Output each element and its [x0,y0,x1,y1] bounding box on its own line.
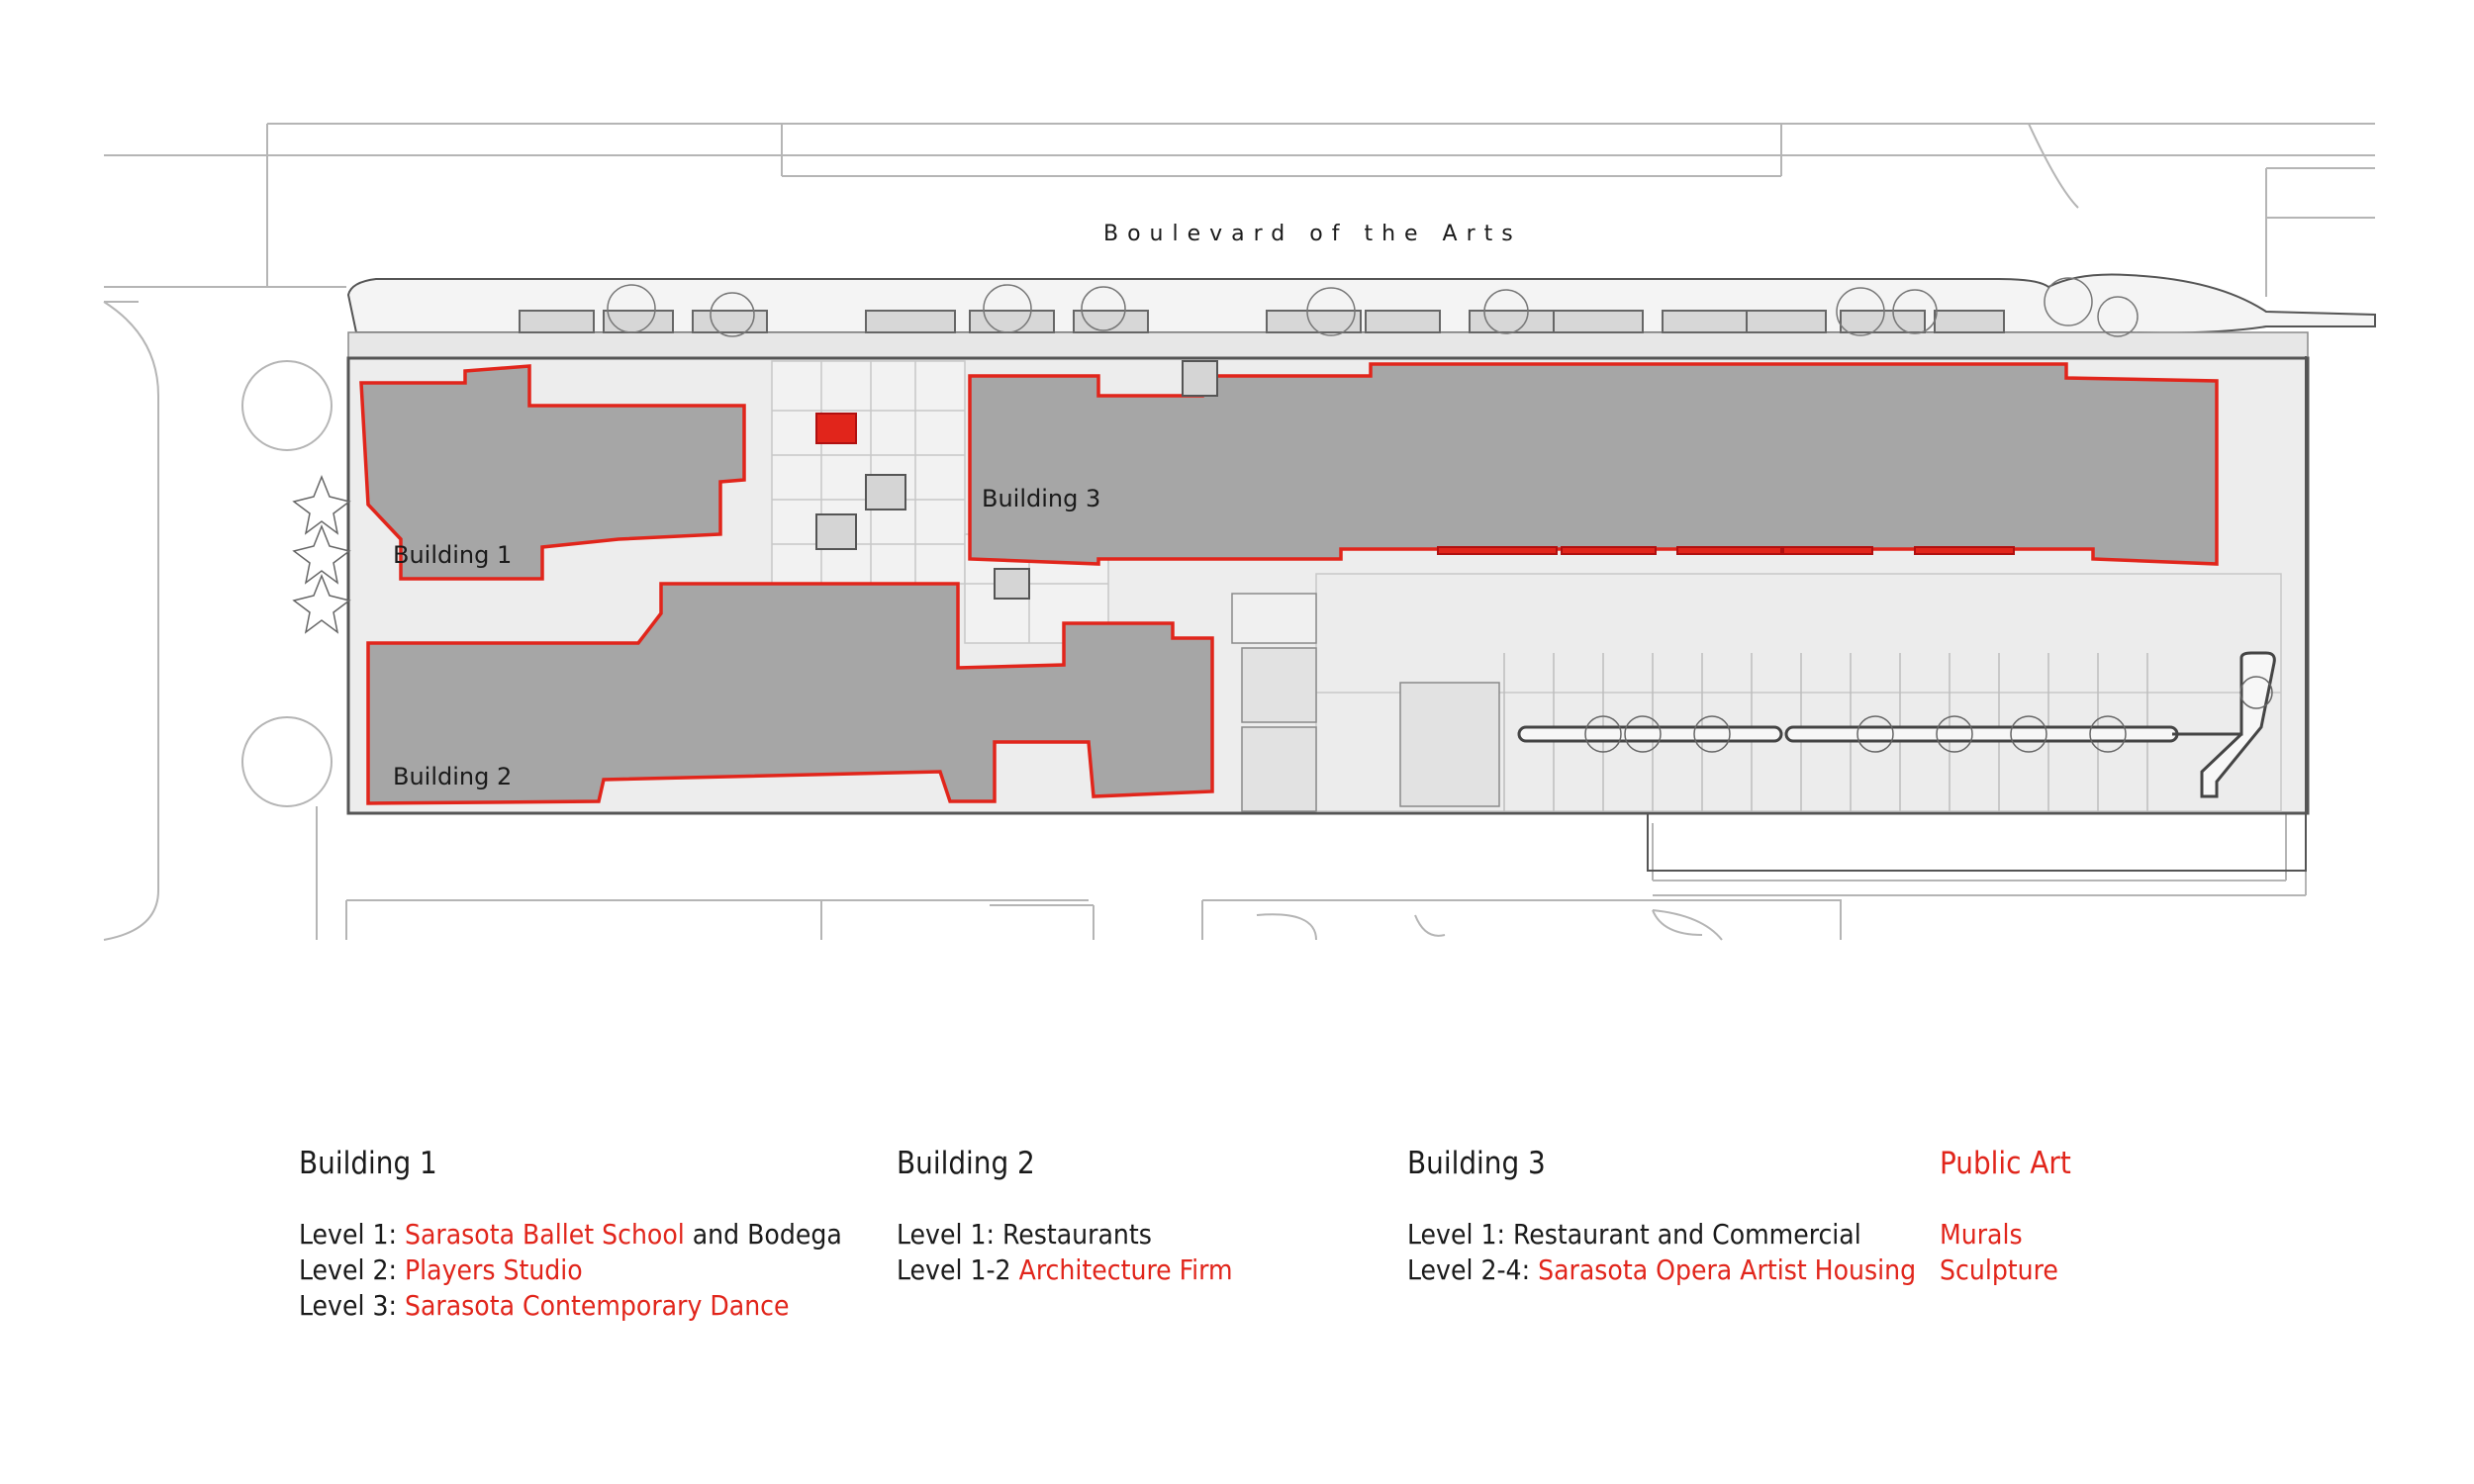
legend-row: Level 3: Sarasota Contemporary Dance [299,1289,790,1322]
building-3-footprint [968,362,2219,566]
tenant-name: Sarasota Opera Artist Housing [1538,1253,1917,1286]
mural-5 [1914,546,2015,555]
hatched-areas [1231,593,1500,812]
legend-building-2: Building 2 Level 1: Restaurants Level 1-… [897,1146,1233,1288]
legend-row: Level 1: Restaurants [897,1218,1152,1251]
legend-item-murals: Murals [1940,1218,2023,1251]
public-art-markers [815,413,2015,555]
building-1-footprint [359,364,746,581]
mural-3 [1676,546,1782,555]
building-2-footprint [366,582,1214,805]
legend-public-art: Public Art Murals Sculpture [1940,1146,2071,1288]
legend-item-sculpture: Sculpture [1940,1253,2058,1286]
public-art-sculpture [815,413,857,444]
plan-label-building-2: Building 2 [393,763,512,790]
mural-2 [1561,546,1657,555]
legend-building-3: Building 3 Level 1: Restaurant and Comme… [1407,1146,1916,1288]
street-trees [607,277,2139,337]
courtyard-planters [815,360,1218,600]
legend-title: Public Art [1940,1146,2071,1181]
legend-title: Building 2 [897,1146,1035,1181]
plan-label-building-3: Building 3 [982,485,1100,512]
parking-islands [1517,651,2276,798]
street-name: Boulevard of the Arts [1103,222,1522,246]
tenant-name: Sarasota Contemporary Dance [404,1289,790,1322]
tenant-name: Players Studio [404,1253,583,1286]
tenant-name: Sarasota Ballet School [404,1218,685,1251]
palm-trees [292,474,2273,753]
mural-4 [1782,546,1873,555]
legend-title: Building 3 [1407,1146,1546,1181]
plan-label-building-1: Building 1 [393,541,512,569]
legend-building-1: Building 1 Level 1: Sarasota Ballet Scho… [299,1146,842,1324]
legend-row: Level 1: Restaurant and Commercial [1407,1218,1861,1251]
legend-row: Level 2: Players Studio [299,1253,583,1286]
legend-row: Level 1: Sarasota Ballet School and Bode… [299,1218,842,1251]
legend-row: Level 2-4: Sarasota Opera Artist Housing [1407,1253,1917,1286]
legend-title: Building 1 [299,1146,437,1181]
legend-row: Level 1-2 Architecture Firm [897,1253,1233,1286]
tenant-name: Architecture Firm [1018,1253,1233,1286]
building-footprints [359,362,2219,805]
mural-1 [1437,546,1558,555]
